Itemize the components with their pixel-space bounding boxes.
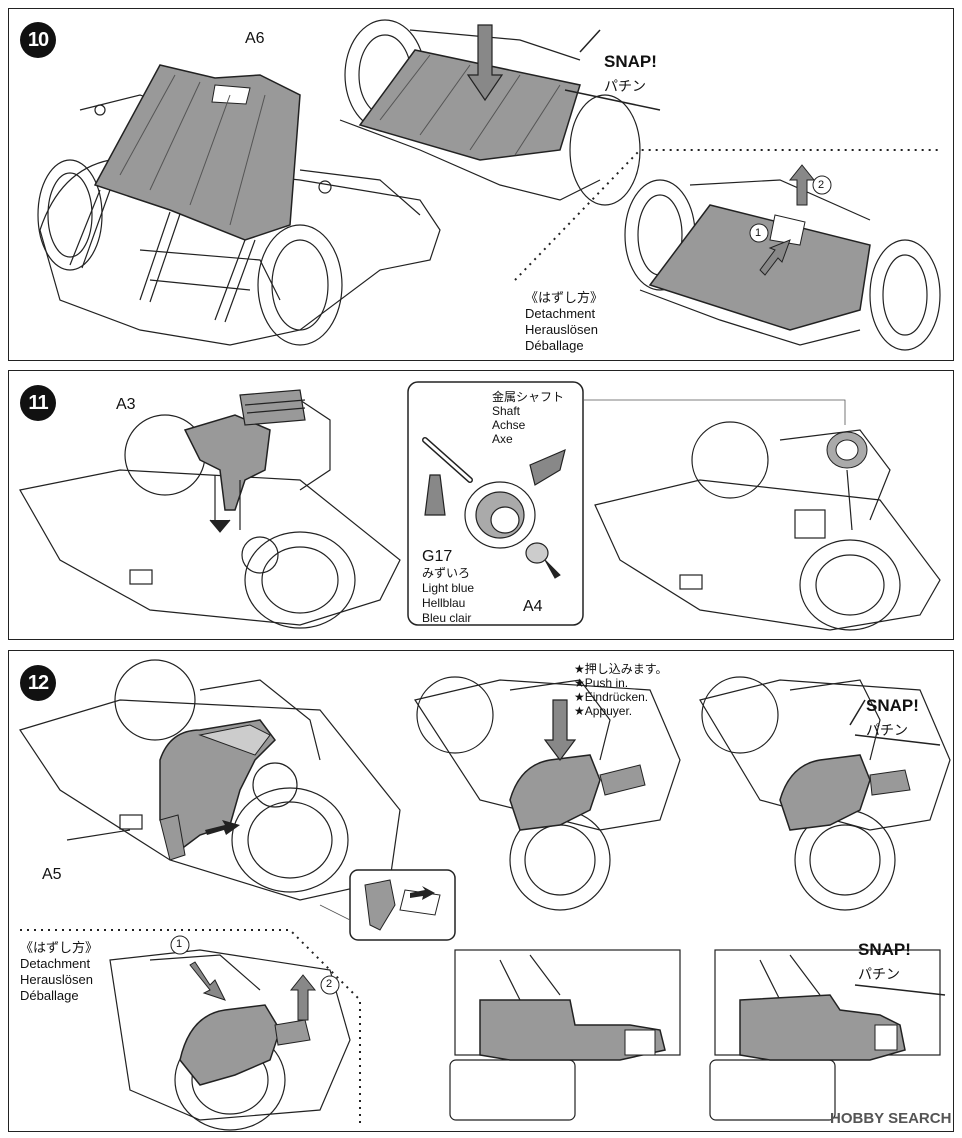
color-jp: みずいろ [422,566,471,580]
step-12-snap-a-text: SNAP! [866,696,919,715]
push-jp: ★押し込みます。 [574,662,668,676]
detach-jp: 《はずし方》 [525,290,604,305]
step-10-arrow-2-label: 2 [818,179,825,191]
step-10-snap-text: SNAP! [604,52,657,71]
push-en: ★Push in. [574,676,629,690]
part-a4-label: A4 [523,598,543,615]
shaft-label: 金属シャフト Shaft Achse Axe [492,390,564,446]
step-12-snap-b-text: SNAP! [858,940,911,959]
step-10-snap-jp: パチン [604,78,646,94]
step-10-detachment-text: 《はずし方》 Detachment Herauslösen Déballage [525,290,603,354]
shaft-de: Achse [492,418,526,432]
push-fr: ★Appuyer. [574,704,633,718]
gear-color-label: みずいろ Light blue Hellblau Bleu clair [422,566,474,626]
push-in-label: ★押し込みます。 ★Push in. ★Eindrücken. ★Appuyer… [574,662,668,718]
step-12-arrow-2-label: 2 [326,978,333,990]
hobby-search-watermark: HOBBY SEARCH [830,1110,952,1127]
shaft-jp: 金属シャフト [492,390,565,404]
step-12-snap-a-jp: パチン [866,722,908,738]
shaft-fr: Axe [492,432,513,446]
color-en: Light blue [422,581,475,595]
step-12-arrow-1-label: 1 [176,938,183,950]
step-12-detachment-text: 《はずし方》 Detachment Herauslösen Déballage [20,940,98,1004]
detach-en: Detachment [20,956,91,971]
gear-g17-label: G17 [422,548,453,565]
shaft-en: Shaft [492,404,521,418]
color-fr: Bleu clair [422,611,472,625]
part-a6-label: A6 [245,30,265,47]
push-de: ★Eindrücken. [574,690,649,704]
detach-en: Detachment [525,306,596,321]
color-de: Hellblau [422,596,466,610]
step-11-number: 11 [20,385,56,421]
detach-fr: Déballage [525,338,584,353]
detach-jp: 《はずし方》 [20,940,99,955]
part-a3-label: A3 [116,396,136,413]
detach-de: Herauslösen [20,972,93,987]
step-12-number: 12 [20,665,56,701]
detach-de: Herauslösen [525,322,598,337]
step-12-snap-b-jp: パチン [858,966,900,982]
step-10-number: 10 [20,22,56,58]
detach-fr: Déballage [20,988,79,1003]
step-10-arrow-1-label: 1 [755,227,762,239]
part-a5-label: A5 [42,866,62,883]
